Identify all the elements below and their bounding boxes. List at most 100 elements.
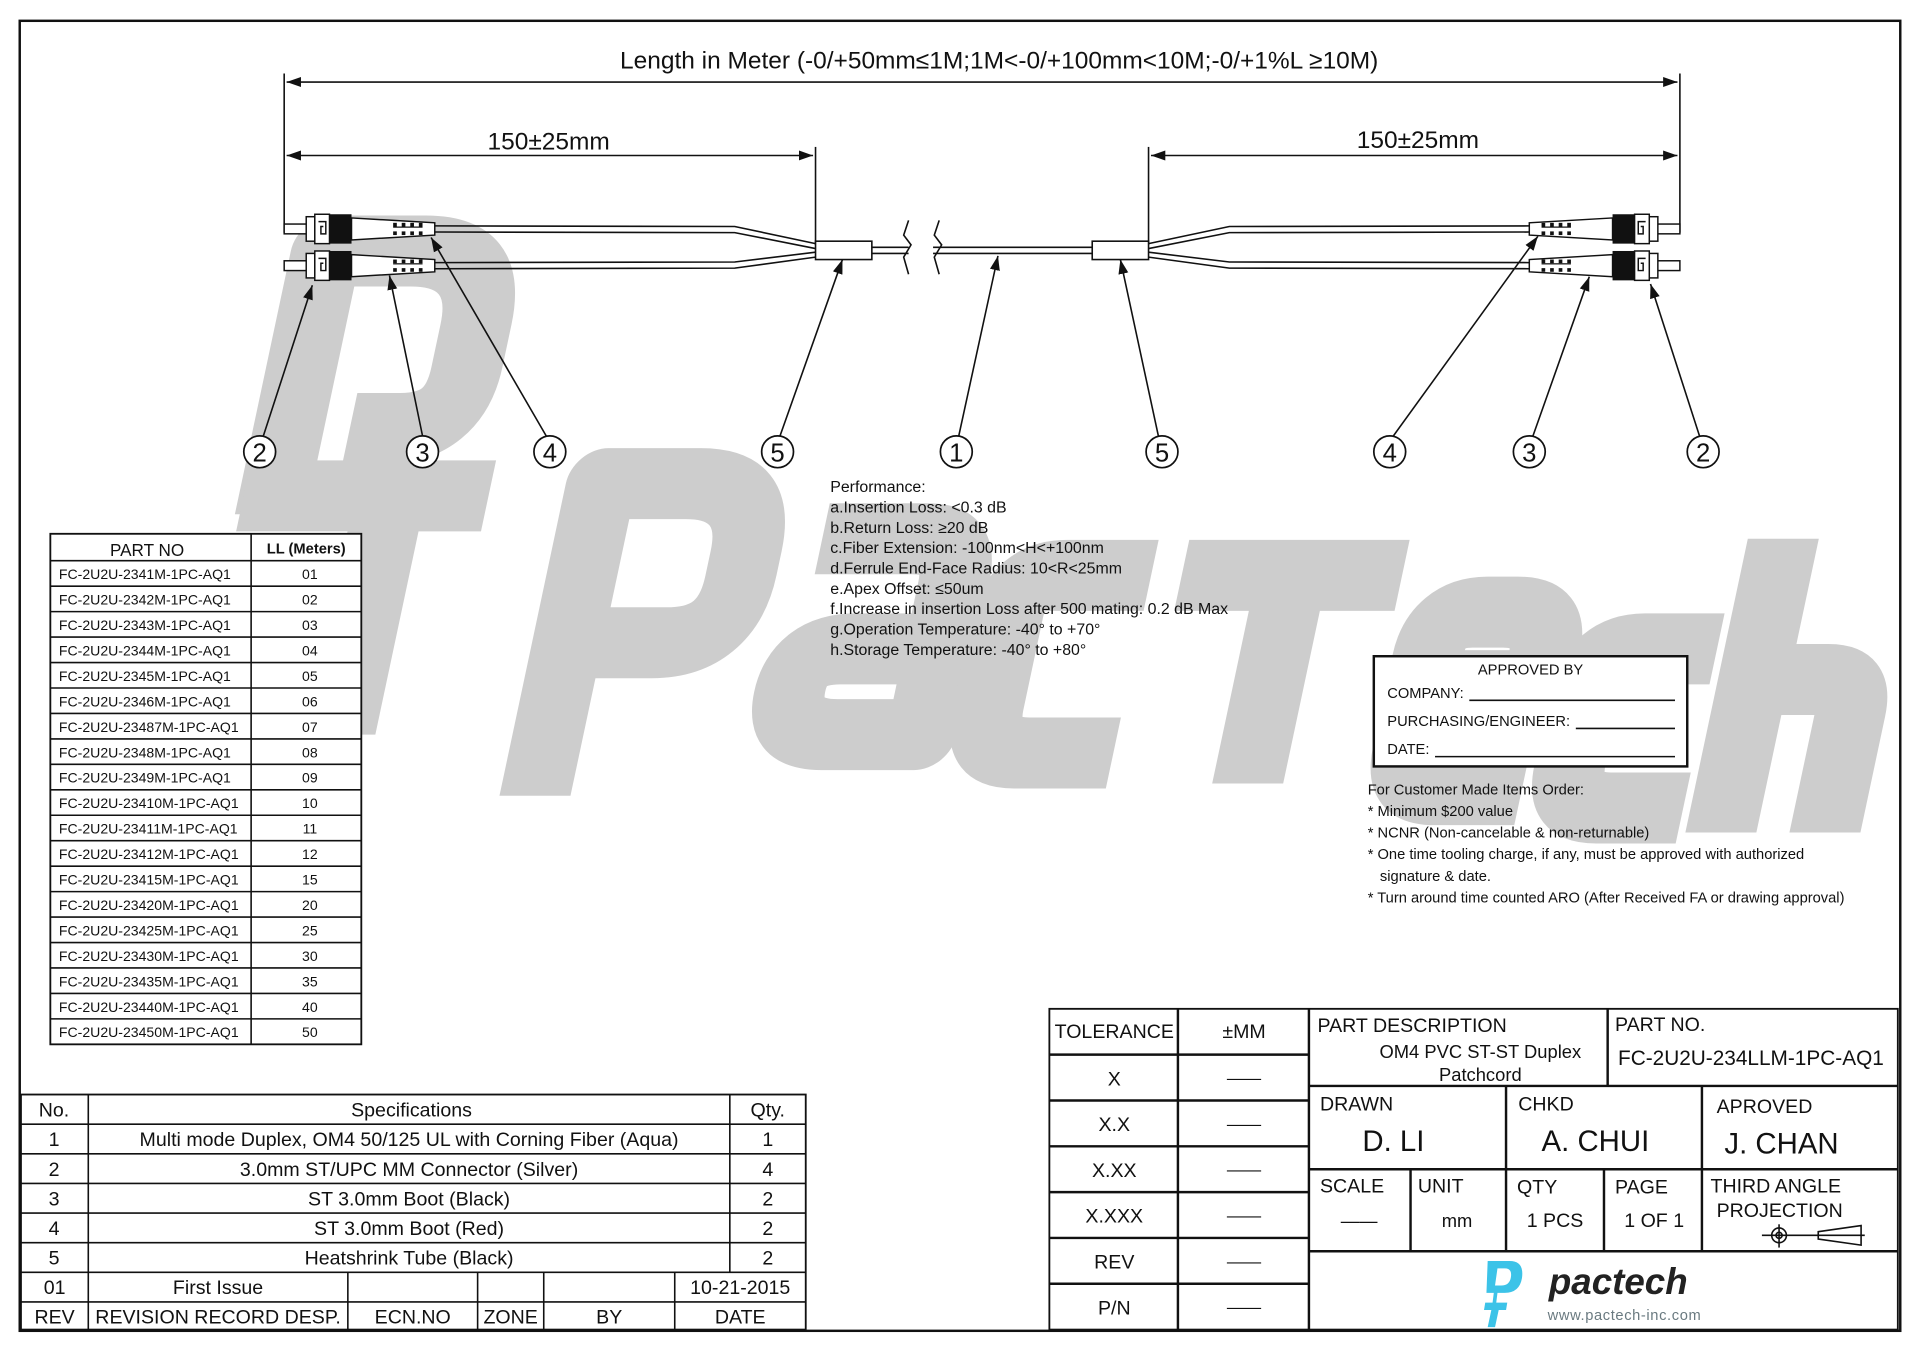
- length-cell: 02: [302, 592, 318, 608]
- spec-header-0: No.: [39, 1100, 69, 1122]
- spec-description: Heatshrink Tube (Black): [305, 1248, 514, 1270]
- balloon-number: 3: [415, 440, 429, 468]
- length-cell: 25: [302, 922, 318, 938]
- callouts: 2 3 4 5 1 5 4 3 2: [242, 235, 1720, 469]
- revision-headers-cell: DATE: [715, 1307, 766, 1329]
- unit-label: UNIT: [1418, 1175, 1464, 1197]
- tolerance-value: ——: [1227, 1114, 1262, 1134]
- balloon-number: 5: [1155, 440, 1169, 468]
- performance-line: f.Increase in insertion Loss after 500 m…: [830, 601, 1228, 618]
- balloon-group: 2 3 4 5 1 5 4 3 2: [242, 434, 1720, 469]
- qty-label: QTY: [1517, 1177, 1557, 1199]
- tolerance-header: TOLERANCE: [1055, 1021, 1174, 1043]
- part-description-line2: Patchcord: [1439, 1064, 1522, 1085]
- page-value: 1 OF 1: [1624, 1210, 1684, 1232]
- part-number-cell: FC-2U2U-23440M-1PC-AQ1: [59, 999, 239, 1015]
- scale-value: ——: [1341, 1210, 1378, 1231]
- balloon-circle: [1686, 434, 1720, 469]
- balloon-circle: [939, 434, 974, 469]
- spec-no: 1: [49, 1129, 60, 1151]
- part-number-cell: FC-2U2U-23487M-1PC-AQ1: [59, 719, 239, 735]
- spec-description: ST 3.0mm Boot (Black): [308, 1188, 510, 1210]
- balloon-number: 2: [253, 440, 267, 468]
- balloon-circle: [1372, 434, 1407, 469]
- performance-line: c.Fiber Extension: -100nm<H<+100nm: [830, 540, 1104, 557]
- cable-assembly: [284, 214, 1680, 280]
- right-breakout-label: 150±25mm: [1357, 127, 1479, 154]
- spec-qty: 2: [762, 1188, 773, 1210]
- logo-url[interactable]: www.pactech-inc.com: [1547, 1308, 1702, 1324]
- note-line: * NCNR (Non-cancelable & non-returnable): [1368, 826, 1650, 842]
- aproved-label: APROVED: [1717, 1096, 1813, 1118]
- balloon-item-4: 4: [1372, 434, 1407, 469]
- balloon-number: 3: [1522, 440, 1536, 468]
- note-line: For Customer Made Items Order:: [1368, 783, 1584, 799]
- note-line: signature & date.: [1368, 869, 1491, 885]
- approved-by-title: APPROVED BY: [1478, 663, 1583, 679]
- chkd-value: A. CHUI: [1542, 1125, 1650, 1158]
- spec-description: ST 3.0mm Boot (Red): [314, 1218, 504, 1240]
- performance-line: a.Insertion Loss: <0.3 dB: [830, 499, 1006, 516]
- performance-line: b.Return Loss: ≥20 dB: [830, 520, 988, 537]
- page-label: PAGE: [1615, 1177, 1668, 1199]
- spec-qty: 2: [762, 1218, 773, 1240]
- part-number-cell: FC-2U2U-23412M-1PC-AQ1: [59, 846, 239, 862]
- chkd-label: CHKD: [1518, 1093, 1573, 1115]
- length-cell: 40: [302, 999, 318, 1015]
- drawn-value: D. LI: [1362, 1125, 1424, 1158]
- pactech-logo: pactech www.pactech-inc.com: [1484, 1261, 1702, 1328]
- revision-headers-cell: ECN.NO: [375, 1307, 451, 1329]
- balloon-item-3: 3: [1512, 434, 1547, 469]
- balloon-item-1: 1: [939, 434, 974, 469]
- part-number-cell: FC-2U2U-23410M-1PC-AQ1: [59, 795, 239, 811]
- part-number-cell: FC-2U2U-23450M-1PC-AQ1: [59, 1024, 239, 1040]
- table-row: FC-2U2U-23487M-1PC-AQ1 07: [50, 712, 362, 735]
- projection-line1: THIRD ANGLE: [1711, 1175, 1842, 1197]
- spec-header-2: Qty.: [751, 1100, 785, 1122]
- spec-qty: 2: [762, 1248, 773, 1270]
- balloon-number: 2: [1696, 440, 1710, 468]
- part-description-label: PART DESCRIPTION: [1317, 1015, 1506, 1037]
- table-row: FC-2U2U-23425M-1PC-AQ1 25: [50, 916, 362, 938]
- revision-headers-cell: ZONE: [483, 1307, 537, 1329]
- length-cell: 50: [302, 1024, 318, 1040]
- balloon-number: 4: [543, 440, 557, 468]
- drawn-label: DRAWN: [1320, 1093, 1393, 1115]
- part-no-header: PART NO: [110, 540, 184, 560]
- length-cell: 12: [302, 846, 318, 862]
- aproved-value: J. CHAN: [1724, 1127, 1838, 1160]
- length-cell: 06: [302, 693, 318, 709]
- length-cell: 10: [302, 795, 318, 811]
- balloon-item-5: 5: [760, 434, 795, 469]
- part-number-cell: FC-2U2U-2346M-1PC-AQ1: [59, 693, 231, 709]
- balloon-circle: [1145, 434, 1179, 469]
- table-row: FC-2U2U-23435M-1PC-AQ1 35: [50, 967, 362, 989]
- balloon-item-2: 2: [242, 434, 277, 469]
- revision-headers-cell: BY: [596, 1307, 622, 1329]
- length-cell: 35: [302, 973, 318, 989]
- tolerance-value: ——: [1227, 1160, 1262, 1180]
- qty-value: 1 PCS: [1527, 1210, 1584, 1232]
- length-cell: 07: [302, 719, 318, 735]
- tolerance-value: ——: [1227, 1251, 1262, 1271]
- performance-line: d.Ferrule End-Face Radius: 10<R<25mm: [830, 560, 1122, 577]
- revision-row-cell: First Issue: [173, 1277, 263, 1299]
- part-number-cell: FC-2U2U-23425M-1PC-AQ1: [59, 922, 239, 938]
- table-row: FC-2U2U-23450M-1PC-AQ1 50: [50, 1018, 362, 1040]
- tolerance-label: X: [1108, 1068, 1121, 1090]
- part-number-cell: FC-2U2U-23435M-1PC-AQ1: [59, 973, 239, 989]
- length-cell: 04: [302, 642, 318, 658]
- spec-description: 3.0mm ST/UPC MM Connector (Silver): [240, 1159, 578, 1181]
- tolerance-label: REV: [1094, 1252, 1134, 1274]
- part-number-cell: FC-2U2U-23430M-1PC-AQ1: [59, 948, 239, 964]
